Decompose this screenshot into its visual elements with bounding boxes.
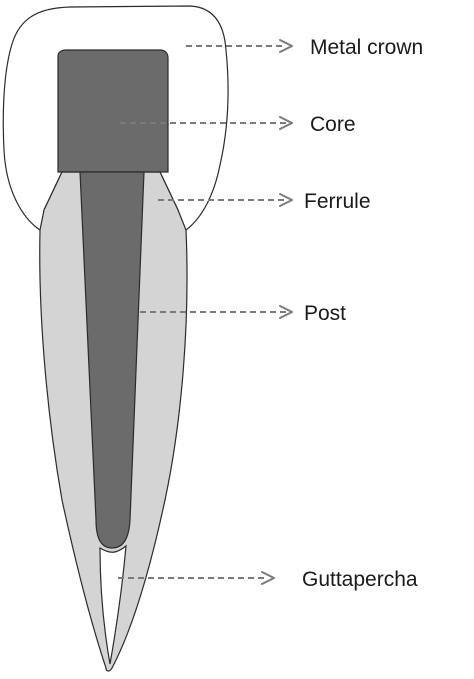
leader-metal-crown [186,39,293,53]
post-shape [79,171,145,549]
leader-ferrule [158,193,293,207]
core-shape [57,49,169,173]
leader-core [120,116,293,130]
leader-post [140,305,293,319]
guttapercha-shape [99,544,127,665]
label-guttapercha: Guttapercha [302,568,418,591]
label-metal-crown: Metal crown [310,36,423,59]
label-core: Core [310,113,356,136]
leader-guttapercha [118,571,275,585]
label-ferrule: Ferrule [304,190,371,213]
label-post: Post [304,302,346,325]
